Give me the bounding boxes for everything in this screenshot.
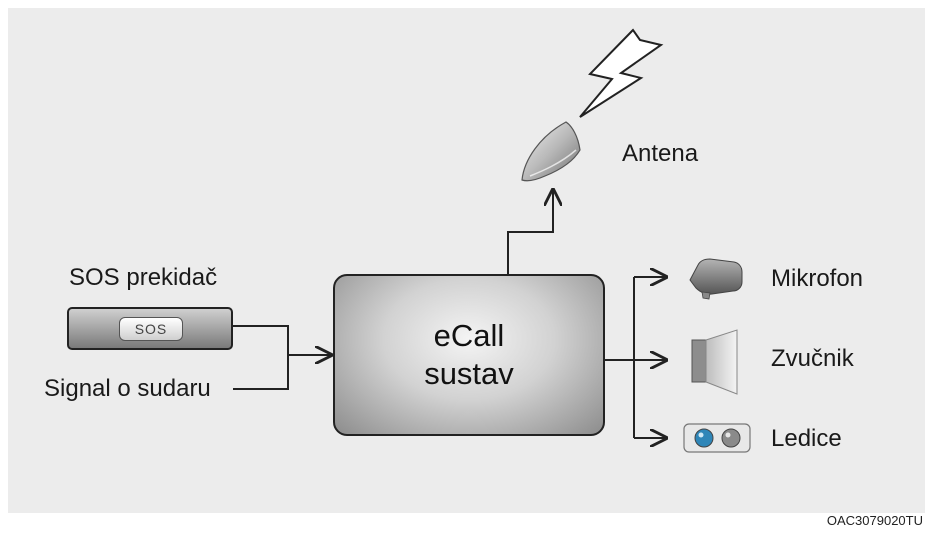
speaker-icon — [691, 329, 738, 395]
antenna-label: Antena — [622, 140, 699, 167]
output-wires — [605, 277, 666, 438]
sos-button-text: SOS — [119, 317, 183, 341]
antenna-wire — [507, 190, 553, 274]
microphone-label: Mikrofon — [771, 265, 864, 292]
led-lights-label: Ledice — [771, 425, 842, 452]
antenna-icon — [521, 121, 581, 182]
sos-switch: SOS — [67, 307, 233, 350]
crash-signal-label: Signal o sudaru — [44, 375, 211, 402]
led-lights-icon — [683, 423, 751, 453]
input-wires — [233, 325, 331, 390]
ecall-system-block: eCall sustav — [333, 274, 605, 436]
sos-switch-label: SOS prekidač — [69, 264, 218, 291]
figure-code: OAC3079020TU — [826, 513, 923, 528]
signal-lightning-icon — [579, 28, 664, 118]
speaker-label: Zvučnik — [771, 345, 854, 372]
microphone-icon — [689, 258, 743, 300]
ecall-line2: sustav — [424, 356, 514, 391]
ecall-line1: eCall — [433, 318, 505, 353]
